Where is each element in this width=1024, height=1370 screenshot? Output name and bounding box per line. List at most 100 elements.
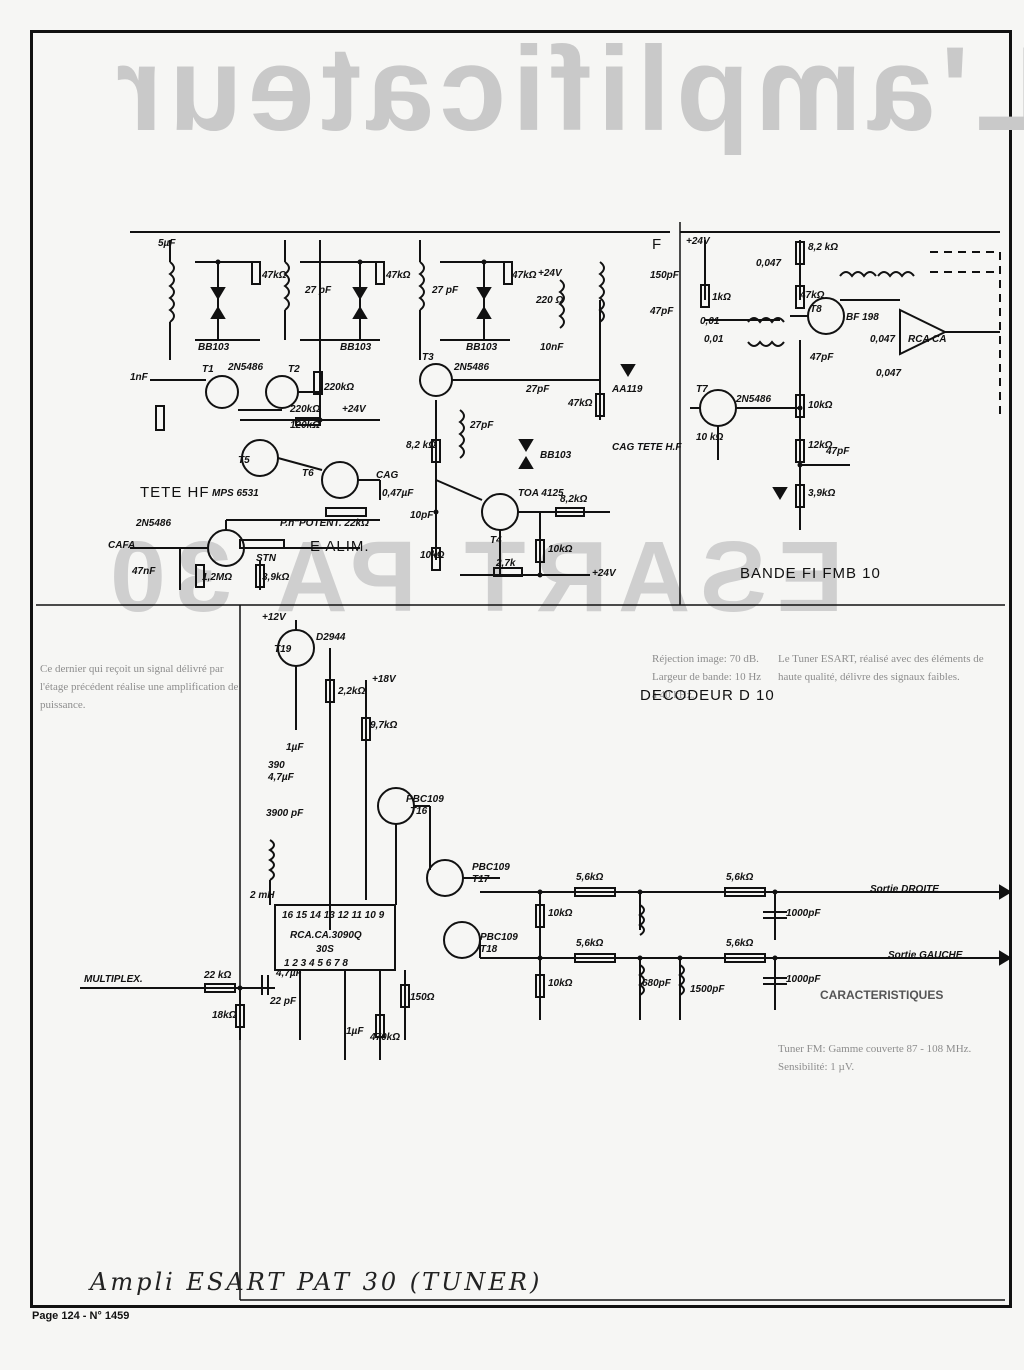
label-r47k-2: 47kΩ bbox=[386, 270, 411, 281]
label-c22pf: 22 pF bbox=[270, 996, 297, 1007]
label-aa119: AA119 bbox=[612, 384, 643, 395]
label-c27pf-4: 27pF bbox=[526, 384, 550, 395]
label-r56k-1: 5,6kΩ bbox=[576, 872, 604, 883]
label-plus24v-2: +24V bbox=[538, 268, 562, 279]
label-plus24v-4: +24V bbox=[686, 236, 710, 247]
label-c680pf: 680pF bbox=[642, 978, 671, 989]
label-c047: 0,47µF bbox=[382, 488, 414, 499]
label-c0047-2: 0,047 bbox=[870, 334, 896, 345]
label-pbc109-1: PBC109 bbox=[406, 794, 444, 805]
ic-pins-top: 16 15 14 13 12 11 10 9 bbox=[282, 910, 385, 921]
label-bb103-1: BB103 bbox=[198, 342, 230, 353]
label-fet-1: 2N5486 bbox=[228, 362, 264, 373]
label-rca: RCA bbox=[908, 334, 930, 345]
label-bb103-3: BB103 bbox=[466, 342, 498, 353]
label-r39k-1: 3,9kΩ bbox=[262, 572, 290, 583]
label-plus24v-1: +24V bbox=[342, 404, 366, 415]
label-c27pf-3: 27pF bbox=[470, 420, 494, 431]
label-r56k-2: 5,6kΩ bbox=[726, 872, 754, 883]
label-r1k: 1kΩ bbox=[712, 292, 731, 303]
handwritten-annotation: Ampli ESART PAT 30 (TUNER) bbox=[90, 1268, 543, 1296]
label-t16: T16 bbox=[410, 806, 428, 817]
label-c1uf-1: 1µF bbox=[286, 742, 304, 753]
section-heading-characteristics: CARACTERISTIQUES bbox=[820, 988, 944, 1002]
label-fet-3: 2N5486 bbox=[136, 518, 172, 529]
text-column-2: Le Tuner ESART, réalisé avec des élément… bbox=[778, 653, 984, 683]
label-r10k-3: 10kΩ bbox=[808, 400, 833, 411]
label-bf198: BF 198 bbox=[846, 312, 879, 323]
label-toa4125: TOA 4125 bbox=[518, 488, 564, 499]
label-t17: T17 bbox=[472, 874, 490, 885]
label-c001-1: 0,01 bbox=[700, 316, 720, 327]
label-c001-2: 0,01 bbox=[704, 334, 724, 345]
label-r22k-in: 22 kΩ bbox=[204, 970, 232, 981]
label-l2mh: 2 mH bbox=[250, 890, 275, 901]
label-cag-tete: CAG TETE H.F bbox=[612, 442, 682, 453]
label-bande-fi: BANDE FI FMB 10 bbox=[740, 565, 881, 582]
label-c1uf-2: 1µF bbox=[346, 1026, 364, 1037]
label-fet-4: 2N5486 bbox=[736, 394, 772, 405]
label-mps6531: MPS 6531 bbox=[212, 488, 259, 499]
label-r82k-1: 8,2 kΩ bbox=[406, 440, 437, 451]
label-t4: T4 bbox=[490, 535, 502, 546]
label-pbc109-2: PBC109 bbox=[472, 862, 510, 873]
label-r82k-2: 8,2kΩ bbox=[560, 494, 588, 505]
label-r47k-4: 47kΩ bbox=[568, 398, 593, 409]
label-c1000pf-2: 1000pF bbox=[786, 974, 821, 985]
label-t6: T6 bbox=[302, 468, 314, 479]
label-r56k-3: 5,6kΩ bbox=[576, 938, 604, 949]
label-r390: 390 bbox=[268, 760, 285, 771]
label-cafa: CAFA bbox=[108, 540, 136, 551]
label-c-5uf: 5µF bbox=[158, 238, 176, 249]
label-decodeur: DECODEUR D 10 bbox=[640, 687, 775, 704]
label-r39k-2: 3,9kΩ bbox=[808, 488, 836, 499]
label-r10k-4: 10 kΩ bbox=[696, 432, 724, 443]
label-r97k: 9,7kΩ bbox=[370, 720, 398, 731]
ic-pins-bottom: 1 2 3 4 5 6 7 8 bbox=[284, 958, 348, 969]
label-c1nf: 1nF bbox=[130, 372, 148, 383]
label-r56k-4: 5,6kΩ bbox=[726, 938, 754, 949]
label-c0047-1: 0,047 bbox=[756, 258, 782, 269]
label-t8: T8 bbox=[810, 304, 822, 315]
page-footer: Page 124 - N° 1459 bbox=[32, 1310, 130, 1322]
label-r10k-6: 10kΩ bbox=[548, 978, 573, 989]
label-c47nf: 47nF bbox=[132, 566, 156, 577]
label-r220: 220 Ω bbox=[536, 295, 564, 306]
text-column-3: Tuner FM: Gamme couverte 87 - 108 MHz. S… bbox=[778, 1043, 972, 1073]
ic-sub: 30S bbox=[316, 944, 334, 955]
text-column-4: Ce dernier qui reçoit un signal délivré … bbox=[40, 663, 239, 711]
label-r47k-5: 47kΩ bbox=[800, 290, 825, 301]
label-r220k-2: 220kΩ bbox=[290, 404, 321, 415]
label-c10pf: 10pF bbox=[410, 510, 434, 521]
label-multiplex: MULTIPLEX. bbox=[84, 974, 143, 985]
label-c27pf-1: 27 pF bbox=[305, 285, 332, 296]
label-stn: STN bbox=[256, 553, 276, 564]
label-c47pf-3: 47pF bbox=[826, 446, 850, 457]
label-sortie-gauche: Sortie GAUCHE bbox=[888, 950, 963, 961]
label-c1500pf: 1500pF bbox=[690, 984, 725, 995]
label-r10k-1: 10kΩ bbox=[420, 550, 445, 561]
label-d2944: D2944 bbox=[316, 632, 346, 643]
label-r12m: 1,2MΩ bbox=[202, 572, 233, 583]
label-pbc109-3: PBC109 bbox=[480, 932, 518, 943]
label-bb103-4: BB103 bbox=[540, 450, 572, 461]
label-t18: T18 bbox=[480, 944, 498, 955]
label-c47pf-1: 47pF bbox=[650, 306, 674, 317]
label-c47pf-2: 47pF bbox=[810, 352, 834, 363]
label-plus24v-3: +24V bbox=[592, 568, 616, 579]
label-t5: T5 bbox=[238, 455, 250, 466]
label-bb103-2: BB103 bbox=[340, 342, 372, 353]
label-c1000pf-1: 1000pF bbox=[786, 908, 821, 919]
label-c47uf: 4,7µF bbox=[268, 772, 294, 783]
label-t7: T7 bbox=[696, 384, 708, 395]
label-plus18v: +18V bbox=[372, 674, 396, 685]
label-fet-2: 2N5486 bbox=[454, 362, 490, 373]
label-r470k: 470kΩ bbox=[370, 1032, 401, 1043]
label-c150pf: 150pF bbox=[650, 270, 679, 281]
label-t1: T1 bbox=[202, 364, 214, 375]
label-r10k-5: 10kΩ bbox=[548, 908, 573, 919]
label-r12k: 12kΩ bbox=[808, 440, 833, 451]
label-t2: T2 bbox=[288, 364, 300, 375]
ic-name: RCA.CA.3090Q bbox=[290, 930, 362, 941]
